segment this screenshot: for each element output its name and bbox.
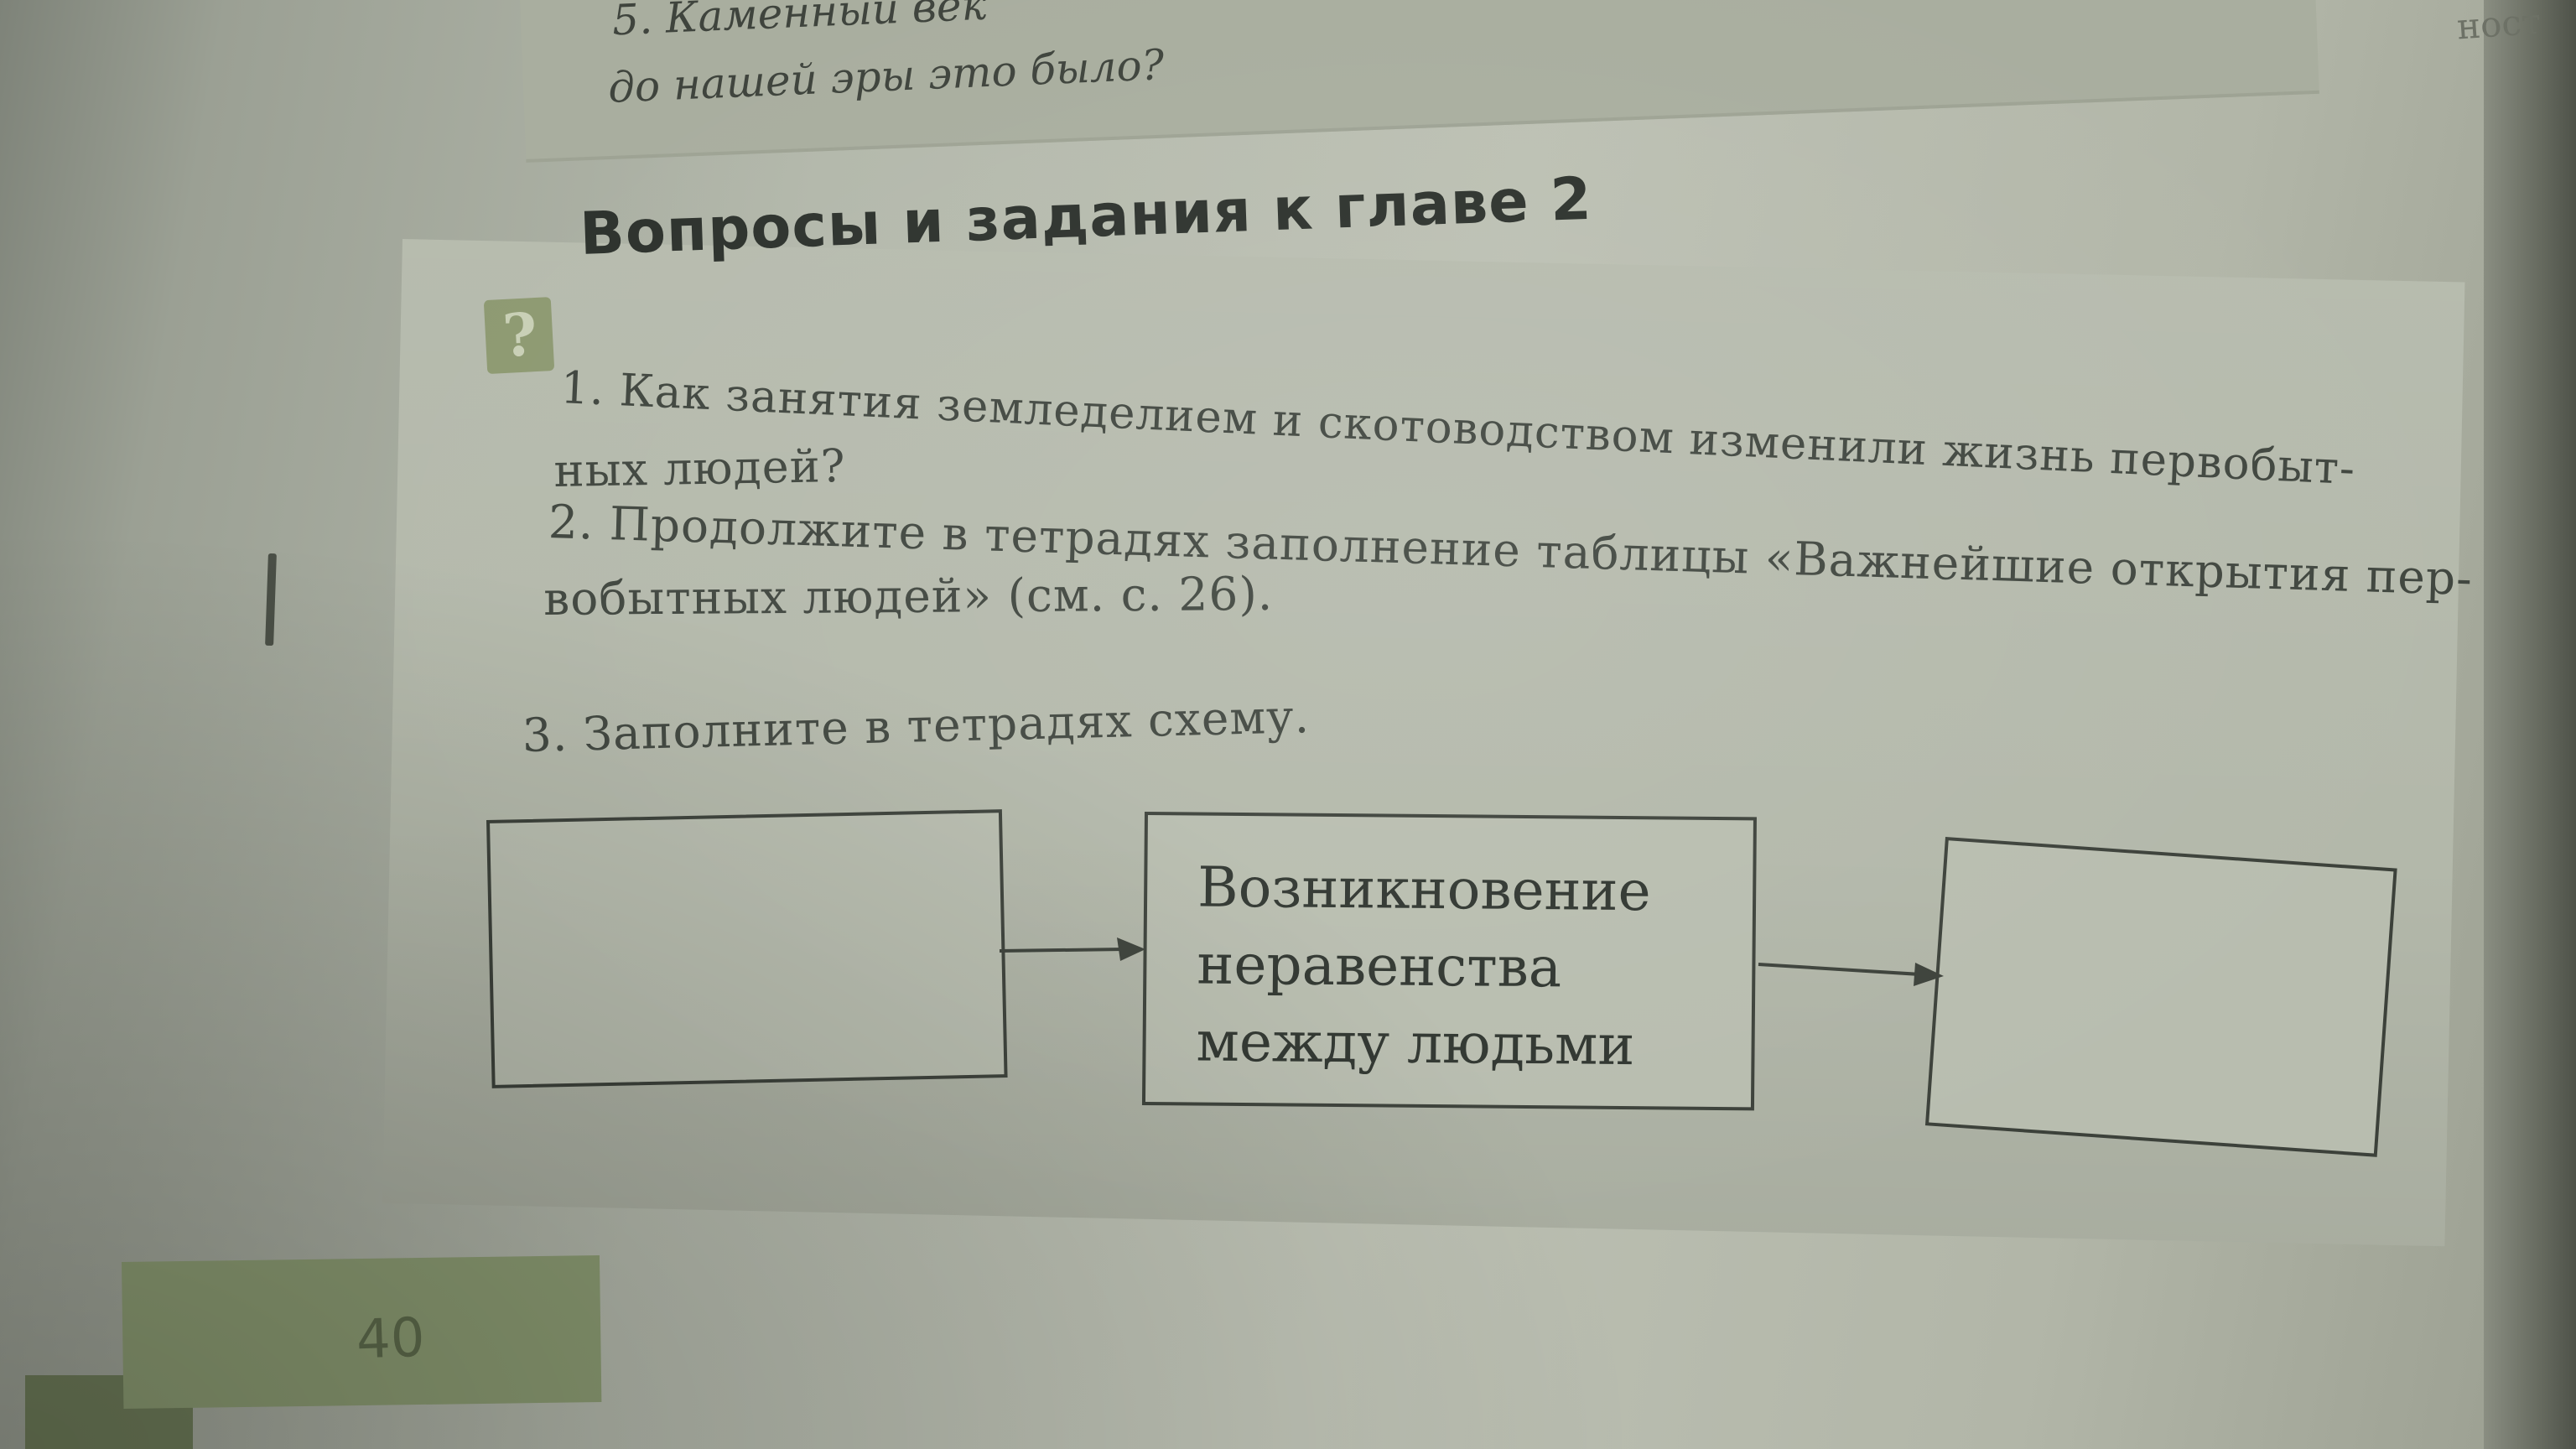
page-number: 40 xyxy=(355,1306,426,1372)
question-icon: ? xyxy=(484,297,554,374)
diagram-box-consequence xyxy=(1924,837,2397,1157)
diagram-label-line-2: неравенства xyxy=(1197,932,1562,1000)
diagram-label-line-1: Возникновение xyxy=(1197,854,1651,924)
page-edge-shadow xyxy=(2484,0,2576,1449)
question-1-line-2: ных людей? xyxy=(553,439,847,497)
question-2-line-2: вобытных людей» (см. с. 26). xyxy=(543,566,1274,626)
cropped-margin-word: ност xyxy=(2455,0,2542,48)
diagram-label-line-3: между людьми xyxy=(1196,1009,1635,1078)
diagram-box-cause xyxy=(486,809,1008,1088)
svg-text:?: ? xyxy=(501,299,538,371)
diagram-box-inequality: Возникновение неравенства между людьми xyxy=(1141,812,1757,1111)
diagram-box-inequality-label: Возникновение неравенства между людьми xyxy=(1196,849,1651,1085)
